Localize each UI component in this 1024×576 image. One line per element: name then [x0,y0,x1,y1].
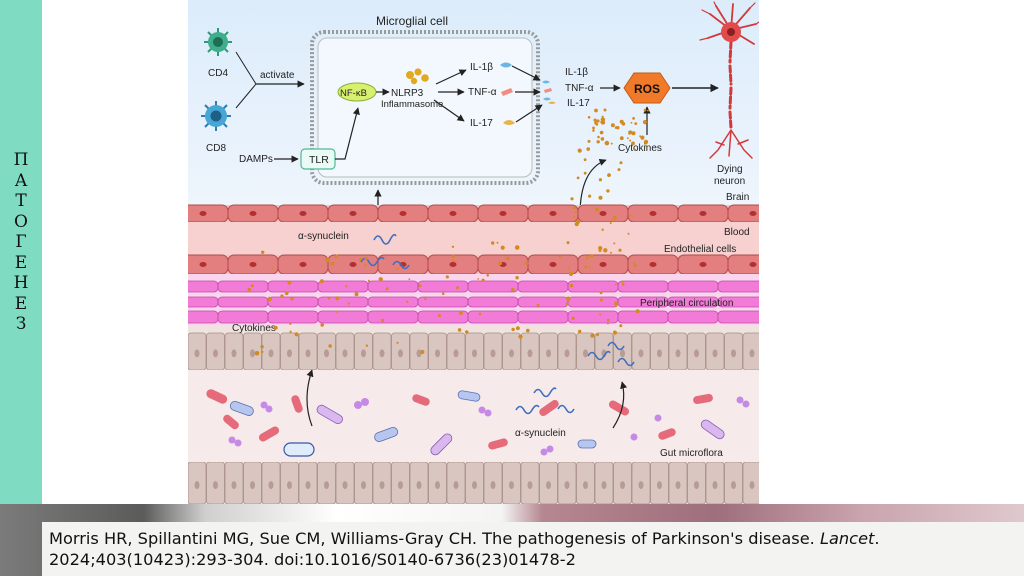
cytokines-brain-label: Cytokines [618,143,662,154]
damps-label: DAMPs [239,154,273,165]
peripheral-cell-rows [188,280,759,324]
inflammasome-label: Inflammasome [381,99,443,110]
sidebar-letter: А [14,170,28,191]
brain-label: Brain [726,192,749,203]
gut-lumen [188,370,759,462]
il1b-label: IL-1β [470,62,493,73]
nfkb-label: NF-κB [340,88,367,99]
ros-label: ROS [634,82,660,96]
cytokines-gut-label: Cytokines [232,323,276,334]
cd4-label: CD4 [208,68,228,79]
gut-microflora-icon [206,389,750,457]
citation-details: . 2024;403(10423):293-304. doi:10.1016/S… [49,529,880,569]
ros-hexagon [623,72,671,104]
blood-label: Blood [724,227,750,238]
citation-box: Morris HR, Spillantini MG, Sue CM, Willi… [42,522,1024,576]
endothelial-row-middle [188,254,759,275]
microglia-title: Microglial cell [376,14,448,28]
cd4-cell-icon [204,28,232,56]
gut-left-arrow [306,369,314,427]
neuron-nucleus [727,28,735,36]
il17-out-arrow [515,104,543,123]
gut-epithelium-bottom [188,461,759,504]
sidebar-letter: З [15,314,27,334]
il1b-icon [500,62,512,68]
gut-epithelium-top [188,332,759,371]
sidebar-letter: Н [13,273,29,293]
alpha-synuclein-gut-icon [515,341,635,415]
inflammasome-icon [406,68,429,85]
blood-lumen [188,222,759,255]
tlr-label: TLR [309,154,329,166]
endothelial-row-top [188,204,759,223]
pathogenesis-diagram: Microglial cell CD4 CD8 activate DAMPs T… [188,0,759,504]
tnfa-out-label: TNF-α [565,83,594,94]
endothelial-label: Endothelial cells [664,244,736,255]
tnfa-icon [501,88,513,96]
arrow-to-il17 [433,99,465,122]
dying-neuron-label-2: neuron [714,176,745,187]
microglia-cell [317,37,533,178]
sidebar-letter: Г [15,232,27,252]
cytokine-dots [247,108,649,356]
arrow-to-il1b [435,69,467,85]
il1b-out-label: IL-1β [565,67,588,78]
il1b-out-arrow [511,65,541,81]
sidebar-letter: О [14,211,28,232]
tlr-nfkb-arrow [335,107,360,160]
sidebar-letter: Т [15,191,27,211]
gut-microflora-label: Gut microflora [660,448,723,459]
sidebar-letter: П [13,150,29,170]
alpha-syn-blood-label: α-synuclein [298,231,349,242]
dying-neuron-icon [699,1,759,159]
il17-label: IL-17 [470,118,493,129]
sidebar-letter: Е [14,252,28,273]
il17-icon [503,120,515,125]
nlrp3-label: NLRP3 [391,88,424,99]
released-cytokines-icon [542,80,556,104]
il17-out-label: IL-17 [567,98,590,109]
sidebar-letter: Е [14,293,28,314]
peripheral-label: Peripheral circulation [640,298,733,309]
citation-text: Morris HR, Spillantini MG, Sue CM, Willi… [49,528,949,570]
cd8-label: CD8 [206,143,226,154]
gut-right-arrow [612,381,628,429]
activate-label: activate [260,70,295,81]
dying-neuron-label-1: Dying [717,164,743,175]
tnfa-label: TNF-α [468,87,497,98]
citation-journal: Lancet [819,529,875,548]
citation-authors-title: Morris HR, Spillantini MG, Sue CM, Willi… [49,529,820,548]
alpha-syn-gut-label: α-synuclein [515,428,566,439]
cd8-cell-icon [201,101,231,131]
